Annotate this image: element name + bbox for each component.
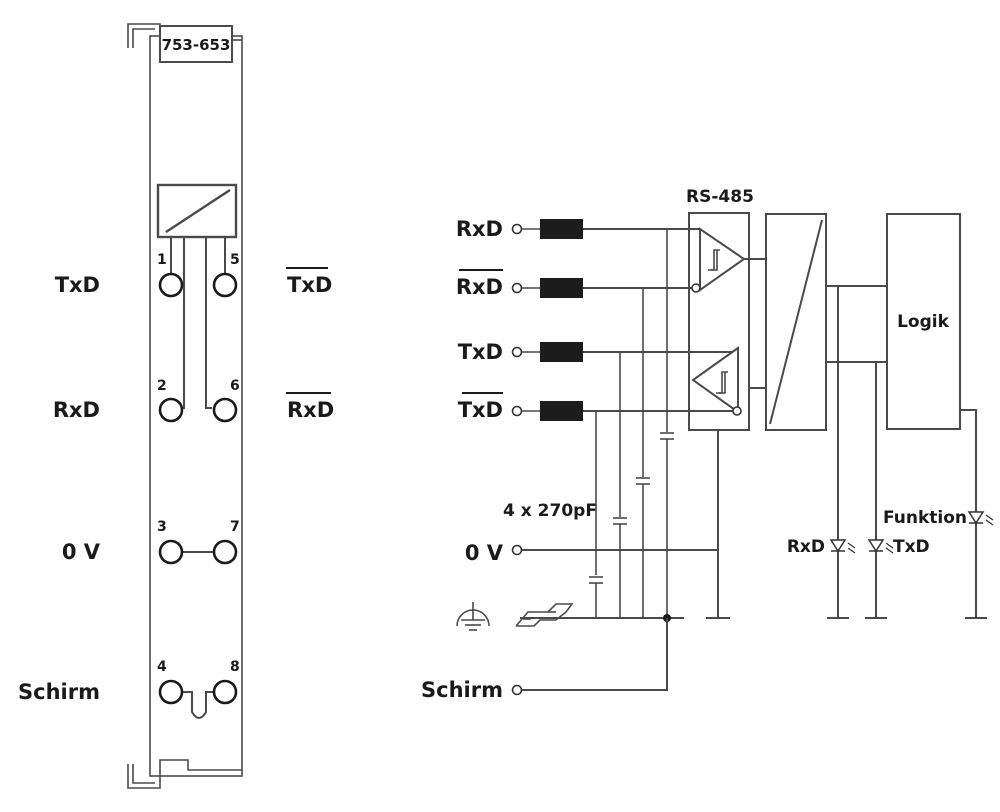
input-terminal xyxy=(511,684,523,696)
part-number: 753-653 xyxy=(162,36,231,54)
input-terminal xyxy=(511,223,523,235)
driver-buffer xyxy=(691,346,739,414)
terminal-2 xyxy=(158,397,184,423)
schirm-line xyxy=(522,618,668,691)
led-label: Funktion xyxy=(883,508,967,528)
top-latch-inner xyxy=(132,28,155,48)
terminal-3 xyxy=(158,539,184,565)
logic-label: Logik xyxy=(897,312,950,332)
input-terminal xyxy=(511,405,523,417)
terminal-1 xyxy=(158,272,184,298)
filter-choke xyxy=(540,219,583,239)
input-terminal xyxy=(511,346,523,358)
pin-number: 8 xyxy=(230,659,240,675)
schmitt-trigger-icon xyxy=(719,372,726,394)
signal-label-left: TxD xyxy=(55,273,100,297)
terminal-5 xyxy=(212,272,238,298)
input-label: TxD xyxy=(458,340,503,364)
wire-pin2 xyxy=(180,237,185,409)
filter-choke xyxy=(540,342,583,362)
capacitor-label: 4 x 270pF xyxy=(503,501,597,521)
inverting-output xyxy=(732,406,742,416)
schematic: RxD RxD TxD TxD 0 V Schirm RS-485 xyxy=(421,187,994,702)
filter-choke xyxy=(540,278,583,298)
signal-label-left: Schirm xyxy=(18,680,100,704)
bottom-latch-inner xyxy=(132,764,155,784)
pin-number: 3 xyxy=(157,519,167,535)
earth-ground-icon xyxy=(456,602,490,631)
capacitor-bank xyxy=(589,229,674,618)
signal-label-right-inverted: TxD xyxy=(287,273,332,297)
input-label: 0 V xyxy=(465,541,504,565)
pin-number: 2 xyxy=(157,378,167,394)
pin-number: 6 xyxy=(230,378,240,394)
terminal-module: 753-653 1 5 2 6 3 7 4 8 TxD xyxy=(18,23,334,789)
filter-choke xyxy=(540,401,583,421)
terminal-8 xyxy=(212,679,238,705)
signal-label-right-inverted: RxD xyxy=(287,398,334,422)
bottom-right-latch xyxy=(159,759,242,776)
led-label: RxD xyxy=(787,537,825,557)
part-number-box xyxy=(159,25,233,63)
isolator-diagonal xyxy=(769,219,823,425)
led-txd-icon xyxy=(867,539,894,554)
pin-number: 5 xyxy=(230,252,240,268)
pin-number: 7 xyxy=(230,519,240,535)
input-label: Schirm xyxy=(421,678,503,702)
converter-diagonal xyxy=(165,188,231,234)
input-label: RxD xyxy=(456,217,503,241)
terminal-4 xyxy=(158,679,184,705)
inverting-input xyxy=(691,283,701,293)
terminal-7 xyxy=(212,539,238,565)
pin-number: 1 xyxy=(157,252,167,268)
signal-label-left: 0 V xyxy=(62,540,101,564)
bottom-latch xyxy=(127,764,161,789)
wire-pin6 xyxy=(205,237,212,409)
receiver-buffer xyxy=(699,227,746,292)
logic-block xyxy=(886,213,961,430)
wire-pin4-8 xyxy=(181,691,214,719)
rs485-label: RS-485 xyxy=(686,187,754,207)
led-line-funktion xyxy=(960,409,977,618)
led-funktion-icon xyxy=(967,511,994,526)
schmitt-trigger-icon xyxy=(711,250,718,271)
input-terminal xyxy=(511,544,523,556)
terminal-6 xyxy=(212,397,238,423)
din-rail-icon xyxy=(515,603,574,627)
signal-label-left: RxD xyxy=(53,398,100,422)
input-label-inverted: TxD xyxy=(458,398,503,422)
led-rxd-icon xyxy=(829,539,856,554)
pin-number: 4 xyxy=(157,659,167,675)
led-label: TxD xyxy=(893,537,930,557)
input-terminal xyxy=(511,282,523,294)
input-label-inverted: RxD xyxy=(456,275,503,299)
